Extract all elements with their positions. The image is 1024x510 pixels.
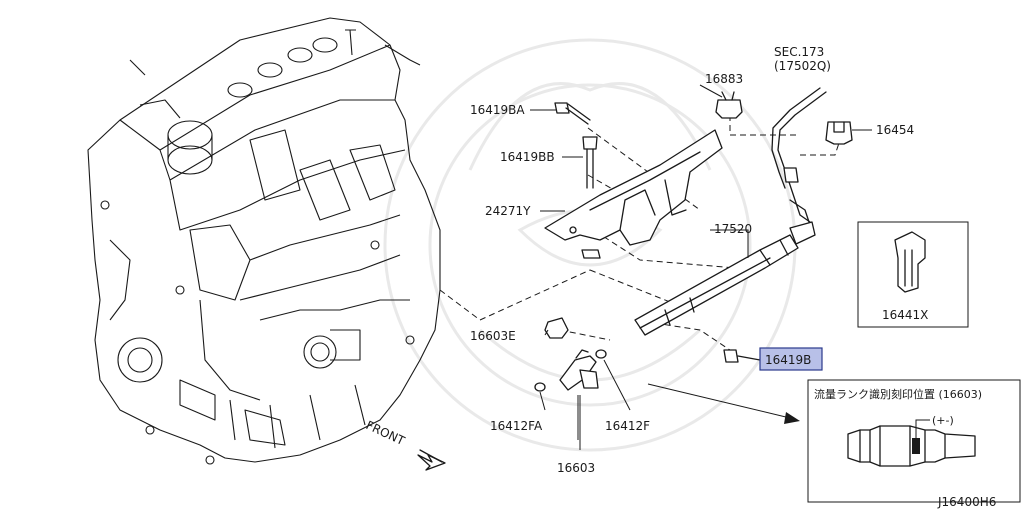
label-16419bb: 16419BB: [500, 150, 555, 164]
label-16419ba: 16419BA: [470, 103, 525, 117]
label-inset-mark: (+-): [932, 414, 954, 427]
bolt-16419b: [723, 349, 761, 363]
clip-16603e: [544, 317, 569, 339]
insulator-24271y: [544, 129, 723, 259]
bolt-16419bb: [582, 136, 598, 189]
fuel-rail-17520: [634, 221, 816, 336]
engine-block: [87, 17, 441, 465]
label-diagram-code: J16400H6: [937, 495, 996, 509]
label-16454: 16454: [876, 123, 914, 137]
label-16883: 16883: [705, 72, 743, 86]
label-16412fa: 16412FA: [490, 419, 543, 433]
label-sec: SEC.173: [774, 45, 824, 59]
leader-lines: [530, 84, 872, 450]
injector-16603: [534, 349, 607, 392]
label-sec-sub: (17502Q): [774, 59, 831, 73]
label-16441x: 16441X: [882, 308, 928, 322]
label-16603e: 16603E: [470, 329, 516, 343]
inset-injector-box: [807, 379, 1021, 503]
injector-detail: [847, 419, 976, 467]
inset-16441x-box: [857, 221, 969, 328]
clip-16441x: [894, 231, 926, 293]
clip-16883: [715, 91, 743, 119]
label-24271y: 24271Y: [485, 204, 531, 218]
fuel-feed-tube: [771, 87, 827, 233]
front-arrow: [417, 449, 446, 471]
highlight-16419b: [759, 347, 823, 371]
label-16419b: 16419B: [765, 353, 811, 367]
detail-arrow: [647, 383, 800, 424]
bolt-16419ba: [554, 102, 591, 125]
label-inset-title: 流量ランク識別刻印位置 (16603): [814, 387, 982, 401]
clip-16454: [825, 121, 853, 145]
label-16412f: 16412F: [605, 419, 650, 433]
label-17520: 17520: [714, 222, 752, 236]
label-16603: 16603: [557, 461, 595, 475]
label-front: FRONT: [364, 418, 408, 448]
